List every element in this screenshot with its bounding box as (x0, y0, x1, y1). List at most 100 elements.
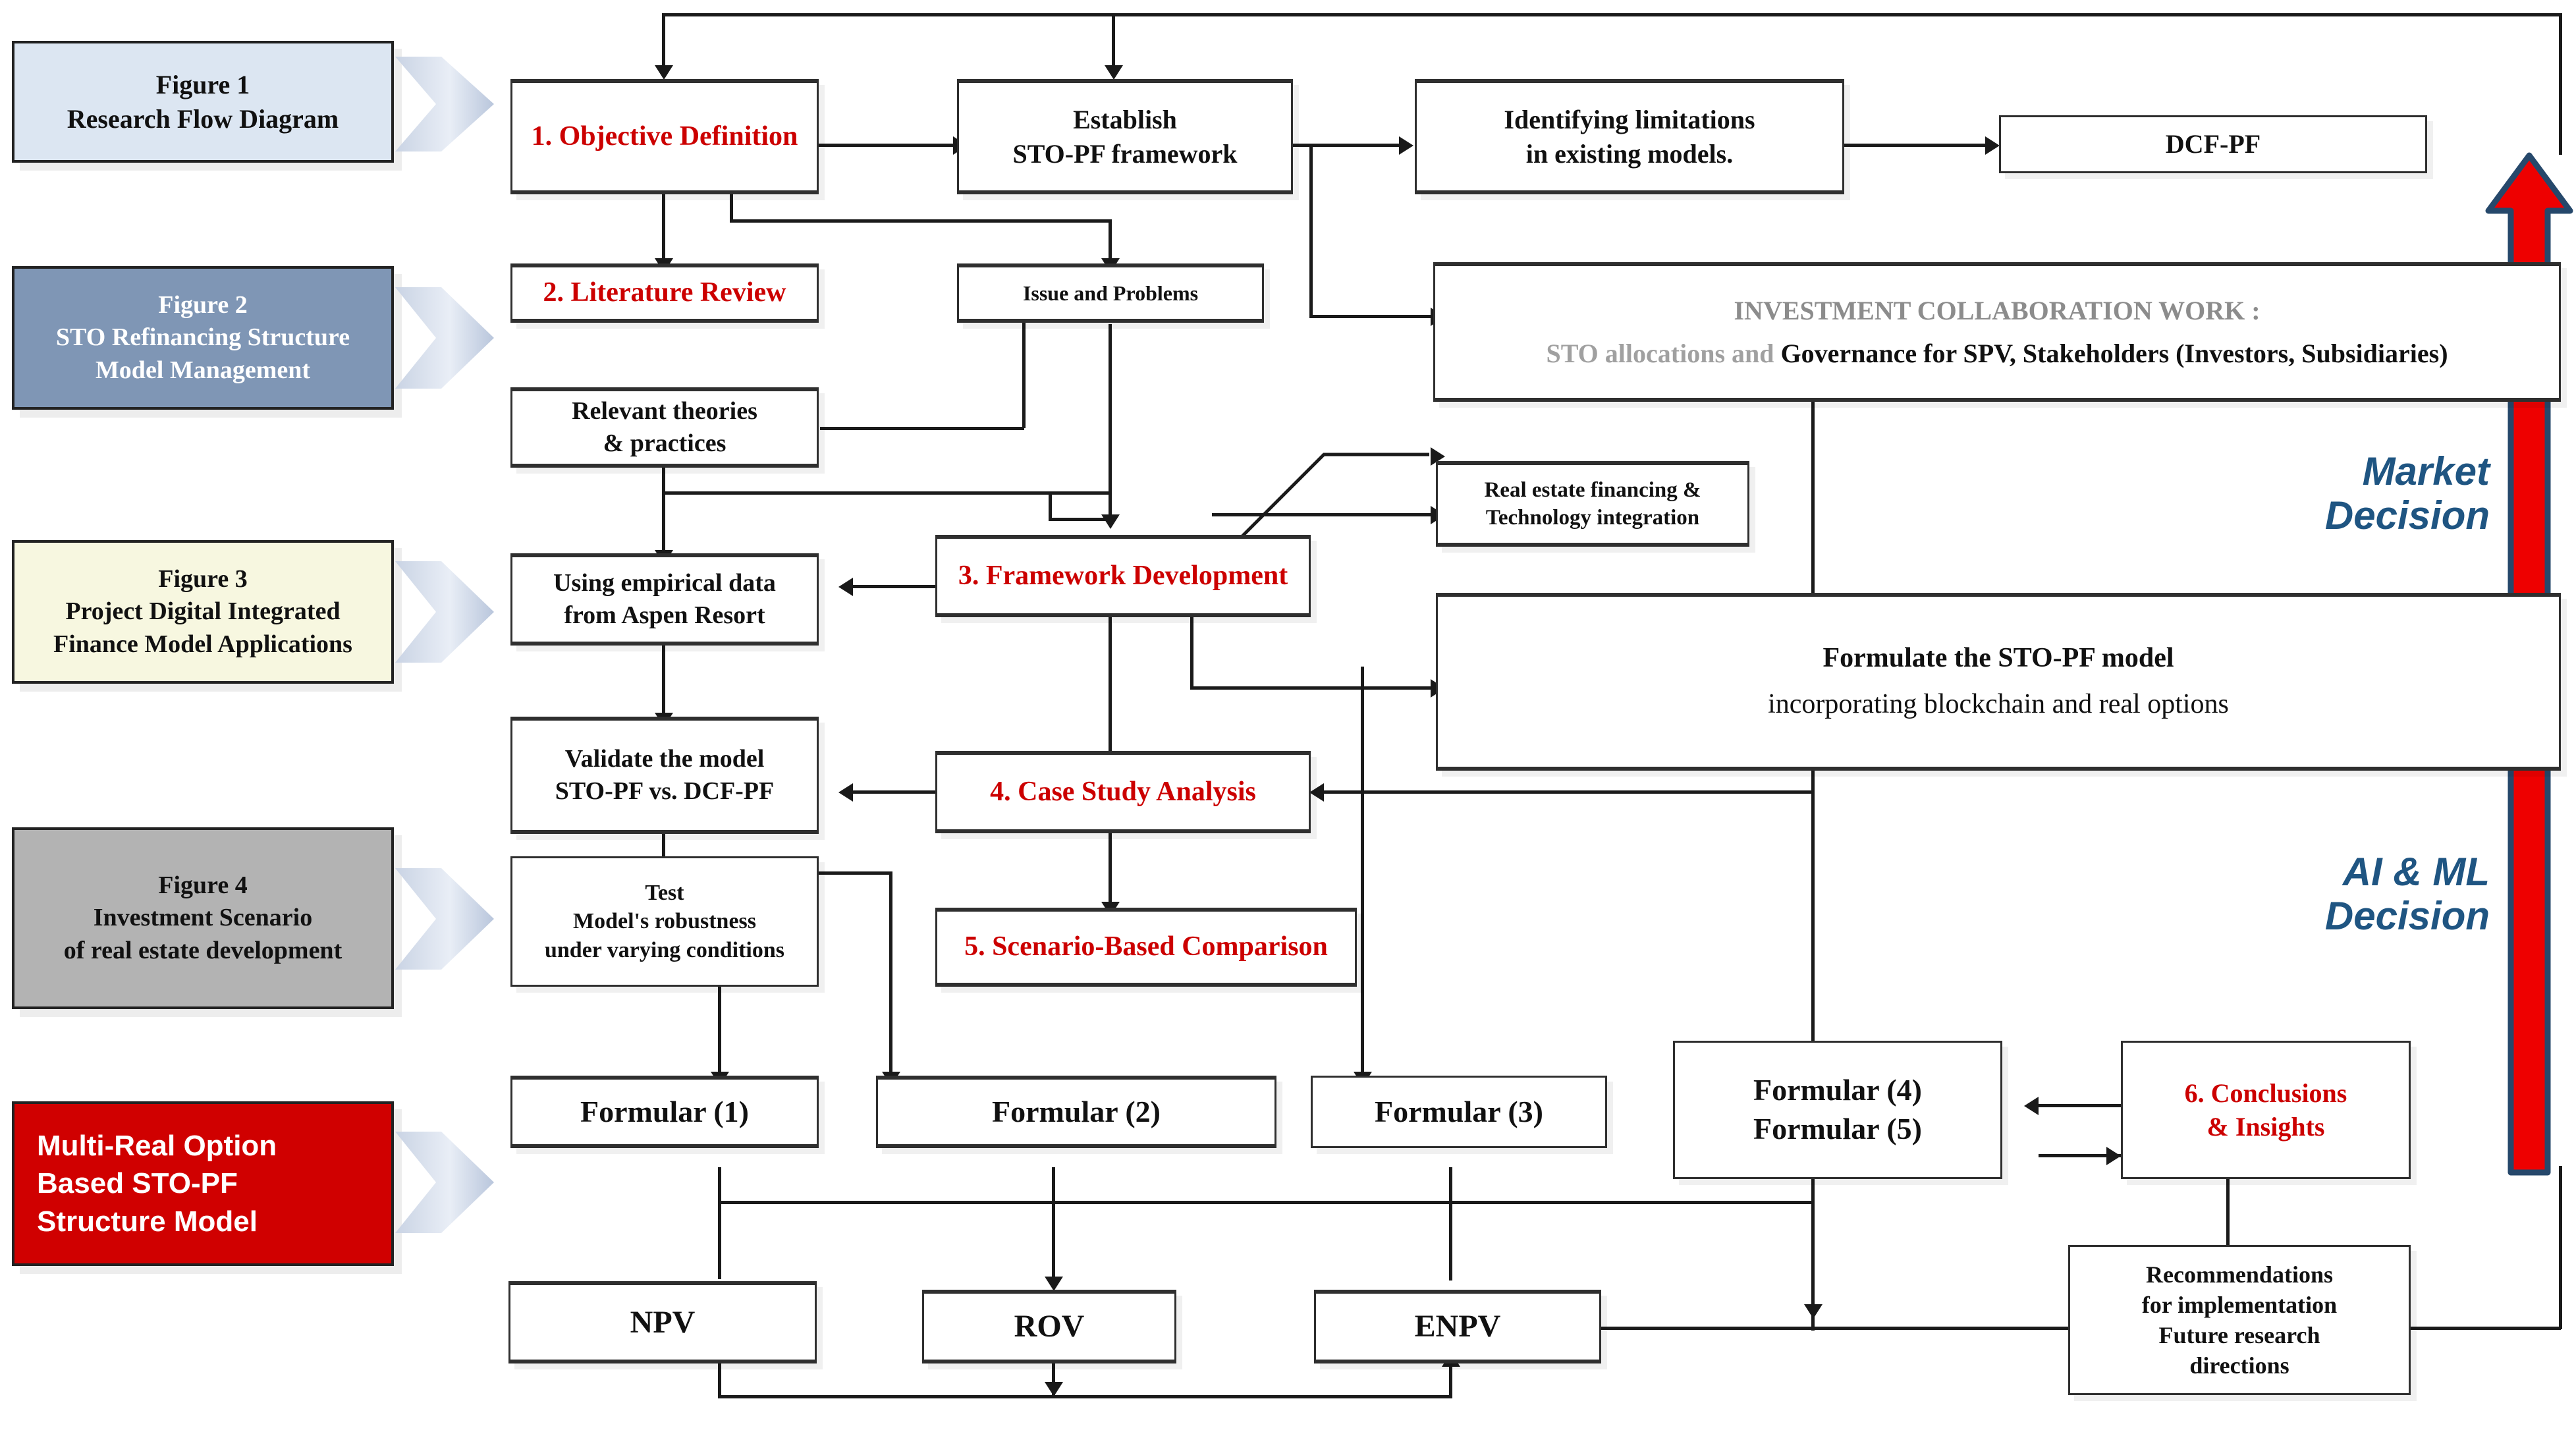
node-framework-development[interactable]: 3. Framework Development (935, 535, 1311, 617)
node-label-line: directions (2189, 1352, 2289, 1379)
connector-framework-to-formulate (1190, 686, 1434, 690)
node-validate-the-model[interactable]: Validate the model STO-PF vs. DCF-PF (510, 717, 819, 834)
node-case-study-analysis[interactable]: 4. Case Study Analysis (935, 751, 1311, 833)
connector-formular1-rail (718, 1201, 1811, 1204)
connector-diagonal-to-investment (1237, 343, 1475, 541)
node-label-line: INVESTMENT COLLABORATION WORK : (1734, 295, 2261, 325)
connector-theories-to-issue (820, 427, 1024, 430)
arrowhead-left (838, 578, 853, 596)
label-line: Decision (2324, 493, 2490, 538)
connector-test-rail (718, 987, 719, 990)
connector-conclusions-to-formular45 (2039, 1104, 2121, 1107)
legend-line: Figure 4 (158, 871, 248, 899)
connector-rail-to-casestudy (1324, 790, 1815, 794)
node-label: Formular (1) (580, 1094, 749, 1128)
connector-objective-to-literature (662, 193, 665, 262)
node-identifying-limitations[interactable]: Identifying limitations in existing mode… (1415, 79, 1844, 194)
node-label: 4. Case Study Analysis (990, 776, 1256, 807)
legend-line: STO Refinancing Structure (55, 323, 350, 352)
legend-item-figure-1[interactable]: Figure 1 Research Flow Diagram (12, 41, 394, 163)
connector-formular45-to-conclusions (2039, 1154, 2121, 1157)
arrowhead-right (1985, 136, 2000, 155)
label-line: Decision (2324, 894, 2490, 939)
connector-formular1-to-npv (718, 1167, 721, 1279)
node-label: 1. Objective Definition (531, 121, 798, 151)
connector-issue-to-framework (1109, 324, 1112, 518)
legend-line: Figure 2 (158, 290, 248, 319)
connector-validate-down (662, 833, 665, 874)
chevron-arrow-icon (395, 45, 494, 163)
node-formular-2[interactable]: Formular (2) (876, 1076, 1276, 1148)
legend-line: Investment Scenario (93, 904, 313, 932)
node-issue-and-problems[interactable]: Issue and Problems (957, 263, 1264, 323)
arrowhead-down (1045, 1277, 1063, 1291)
node-conclusions-insights[interactable]: 6. Conclusions & Insights (2121, 1041, 2411, 1179)
node-label-line: under varying conditions (544, 937, 784, 962)
node-investment-collaboration[interactable]: INVESTMENT COLLABORATION WORK : STO allo… (1433, 262, 2561, 402)
legend-line: Project Digital Integrated (65, 597, 341, 626)
node-relevant-theories[interactable]: Relevant theories & practices (510, 387, 819, 468)
node-recommendations[interactable]: Recommendations for implementation Futur… (2068, 1245, 2411, 1395)
node-label: Issue and Problems (1022, 281, 1199, 305)
node-enpv[interactable]: ENPV (1314, 1290, 1601, 1363)
legend-line: Multi-Real Option (37, 1130, 277, 1163)
arrowhead-right (2106, 1147, 2121, 1165)
node-test-model-robustness[interactable]: Test Model's robustness under varying co… (510, 856, 819, 987)
connector-empirical-to-validate (662, 644, 665, 717)
node-label: 3. Framework Development (958, 560, 1288, 591)
connector-framework-to-realestate (1212, 513, 1436, 516)
node-label-line: Formular (4) (1753, 1073, 1922, 1107)
node-formular-1[interactable]: Formular (1) (510, 1076, 819, 1148)
node-label-line: Establish (1073, 105, 1177, 135)
connector-objective-stub-down (730, 193, 733, 221)
node-label-line: Using empirical data (553, 569, 776, 597)
label-market-decision: Market Decision (2174, 449, 2490, 537)
arrowhead-left (1309, 783, 1324, 802)
chevron-arrow-icon (395, 275, 494, 400)
node-establish-framework[interactable]: Establish STO-PF framework (957, 79, 1293, 194)
connector-formular45-down (1811, 1179, 1815, 1331)
node-label-line: STO allocations and (1546, 339, 1781, 368)
node-npv[interactable]: NPV (508, 1281, 817, 1363)
node-formulate-sto-pf-model[interactable]: Formulate the STO-PF model incorporating… (1436, 593, 2561, 771)
node-label-line: STO-PF framework (1012, 138, 1238, 169)
node-label-line: for implementation (2141, 1291, 2338, 1318)
legend-item-figure-4[interactable]: Figure 4 Investment Scenario of real est… (12, 827, 394, 1009)
node-label-line: in existing models. (1525, 138, 1734, 169)
node-label-line: 6. Conclusions (2184, 1078, 2347, 1108)
node-label: ROV (1014, 1309, 1085, 1344)
legend-item-figure-2[interactable]: Figure 2 STO Refinancing Structure Model… (12, 266, 394, 410)
node-literature-review[interactable]: 2. Literature Review (510, 263, 819, 323)
node-rov[interactable]: ROV (922, 1290, 1176, 1363)
node-objective-definition[interactable]: 1. Objective Definition (510, 79, 819, 194)
connector-npv-down (718, 1363, 721, 1398)
connector-theories-to-empirical (662, 491, 665, 554)
node-label-line: Model's robustness (572, 909, 757, 934)
node-label-line: Validate the model (564, 745, 765, 773)
node-formular-4-5[interactable]: Formular (4) Formular (5) (1673, 1041, 2002, 1179)
connector-establish-to-limitations (1291, 144, 1403, 147)
node-real-estate-financing[interactable]: Real estate financing & Technology integ… (1436, 461, 1749, 547)
node-dcf-pf[interactable]: DCF-PF (1999, 115, 2427, 173)
node-label: NPV (630, 1304, 696, 1340)
connector-right-rail-up (2559, 1166, 2562, 1329)
connector-objective-stub-right (730, 219, 1112, 223)
node-label: 5. Scenario-Based Comparison (964, 931, 1328, 962)
legend-item-figure-3[interactable]: Figure 3 Project Digital Integrated Fina… (12, 540, 394, 684)
node-formular-3[interactable]: Formular (3) (1311, 1076, 1607, 1148)
node-using-empirical-data[interactable]: Using empirical data from Aspen Resort (510, 553, 819, 646)
node-label-line: Formular (5) (1753, 1112, 1922, 1145)
connector-to-objective-top (662, 13, 665, 69)
legend-item-multi-real-option[interactable]: Multi-Real Option Based STO-PF Structure… (12, 1101, 394, 1266)
connector-theories-rail (662, 491, 1110, 495)
node-scenario-based-comparison[interactable]: 5. Scenario-Based Comparison (935, 908, 1357, 987)
connector-formular3-to-enpv (1449, 1167, 1452, 1281)
legend-line: Based STO-PF (37, 1167, 238, 1200)
legend-line: Structure Model (37, 1205, 258, 1238)
connector-top-rail (662, 13, 2562, 16)
connector-objective-to-establish (819, 144, 957, 147)
node-label-line: Test (645, 880, 684, 905)
legend-line: Research Flow Diagram (67, 103, 339, 134)
connector-establish-right-down (1309, 144, 1313, 318)
connector-casestudy-to-scenario (1109, 833, 1112, 906)
